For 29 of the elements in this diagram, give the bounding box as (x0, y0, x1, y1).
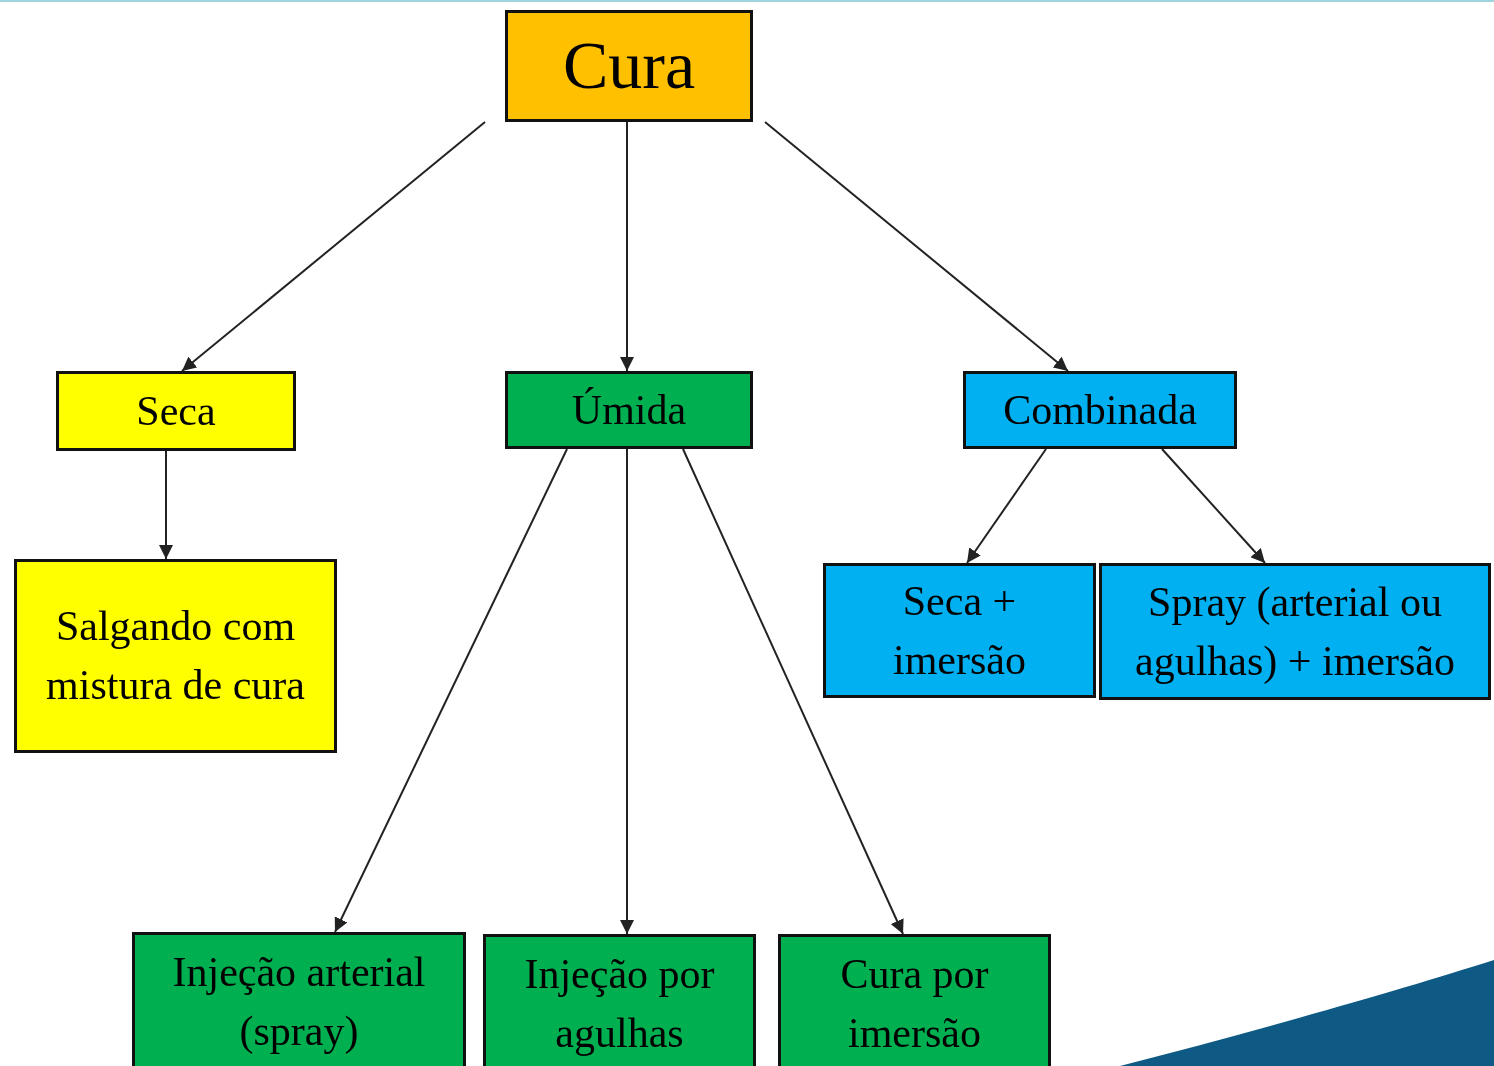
arrow (334, 448, 568, 933)
process-box (1099, 563, 1491, 700)
process-box (14, 559, 337, 753)
process-box (483, 934, 756, 1066)
box-label: Cura (562, 26, 696, 106)
process-box (132, 932, 466, 1066)
box-label: Spray (arterial ou agulhas) + imersão (1134, 577, 1456, 686)
arrow (966, 448, 1047, 564)
box-label: Salgando com mistura de cura (45, 602, 306, 710)
arrow (682, 448, 904, 935)
process-box (963, 371, 1237, 449)
box-label: Seca + imersão (892, 576, 1027, 685)
box-label: Cura por imersão (839, 950, 990, 1058)
process-box (505, 10, 753, 122)
arrow (620, 121, 634, 372)
arrow (159, 450, 173, 560)
process-box (505, 371, 753, 449)
box-label: Úmida (571, 385, 687, 435)
box-label: Injeção por agulhas (523, 950, 716, 1058)
process-box (56, 371, 296, 451)
arrow (620, 448, 634, 935)
process-box (823, 563, 1096, 698)
process-box (778, 934, 1051, 1066)
arrow (181, 121, 486, 372)
box-label: Seca (136, 386, 216, 436)
box-label: Injeção arterial (spray) (171, 948, 427, 1056)
box-label: Combinada (1003, 385, 1197, 435)
arrow (1161, 448, 1266, 564)
arrow (764, 121, 1069, 372)
